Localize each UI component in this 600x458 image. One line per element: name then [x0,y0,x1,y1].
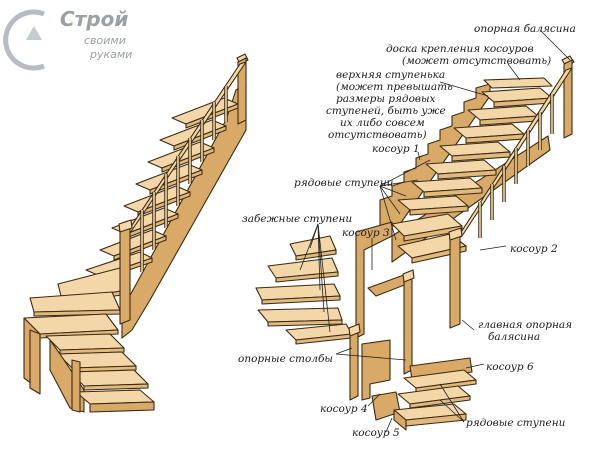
left-stair-lower-steps [23,317,155,413]
label-kosour-2: косоур 2 [510,243,558,255]
support-baluster-post [563,59,573,139]
label-main-baluster-line2: балясина [488,331,540,343]
support-post [349,329,359,401]
label-top-step-line1: верхняя ступенька [336,69,445,81]
kosour-1-board [379,83,491,231]
label-top-step-line2: (может превышать [336,81,453,93]
label-top-step-line6: отсутствовать) [328,129,427,141]
upper-flight-exploded [379,55,575,329]
label-kosour-3: косоур 3 [342,227,390,239]
upper-flight-handrail [448,55,575,329]
left-stair-winders [23,267,129,339]
label-main-baluster-line1: главная опорная [478,319,572,331]
label-stringer-board-line1: доска крепления косоуров [386,43,534,55]
label-top-step-line4: ступеней, быть уже [326,105,446,117]
lower-assembly [348,221,477,431]
site-logo: Строй своими руками [3,7,132,71]
upper-flight-steps [391,87,553,264]
label-support-baluster: опорная балясина [474,23,576,35]
kosour-3-board [355,221,393,339]
logo-brand: Строй [60,7,128,31]
label-winder-steps: забежные ступени [242,213,352,225]
label-kosour-1: косоур 1 [372,143,420,155]
stringer-mount-board [483,77,553,89]
label-stringer-board-line2: (может отсутствовать) [402,55,551,67]
support-post [403,275,413,375]
label-kosour-6: косоур 6 [486,361,534,373]
label-kosour-4: косоур 4 [320,403,368,415]
logo-line3: руками [89,48,132,61]
label-kosour-5: косоур 5 [352,427,400,439]
label-support-posts: опорные столбы [238,353,333,365]
label-top-step-line5: их либо совсем [340,117,425,129]
leader-lines [299,29,571,433]
kosour-6-board [409,357,473,381]
label-ordinary-steps-bottom: рядовые ступени [466,417,566,429]
logo-roof-icon [26,26,42,40]
label-top-step-line3: размеры рядовых [336,93,436,105]
winder-steps-fan [255,235,353,345]
left-stair-handrail [118,53,249,325]
assembled-staircase [23,53,249,413]
logo-arc [3,9,45,71]
logo-line2: своими [84,34,126,47]
labels: опорная балясина доска крепления косоуро… [238,23,576,439]
main-baluster-post [449,233,461,329]
label-ordinary-steps-top: рядовые ступени [294,177,394,189]
kosour-4-board [361,339,391,401]
